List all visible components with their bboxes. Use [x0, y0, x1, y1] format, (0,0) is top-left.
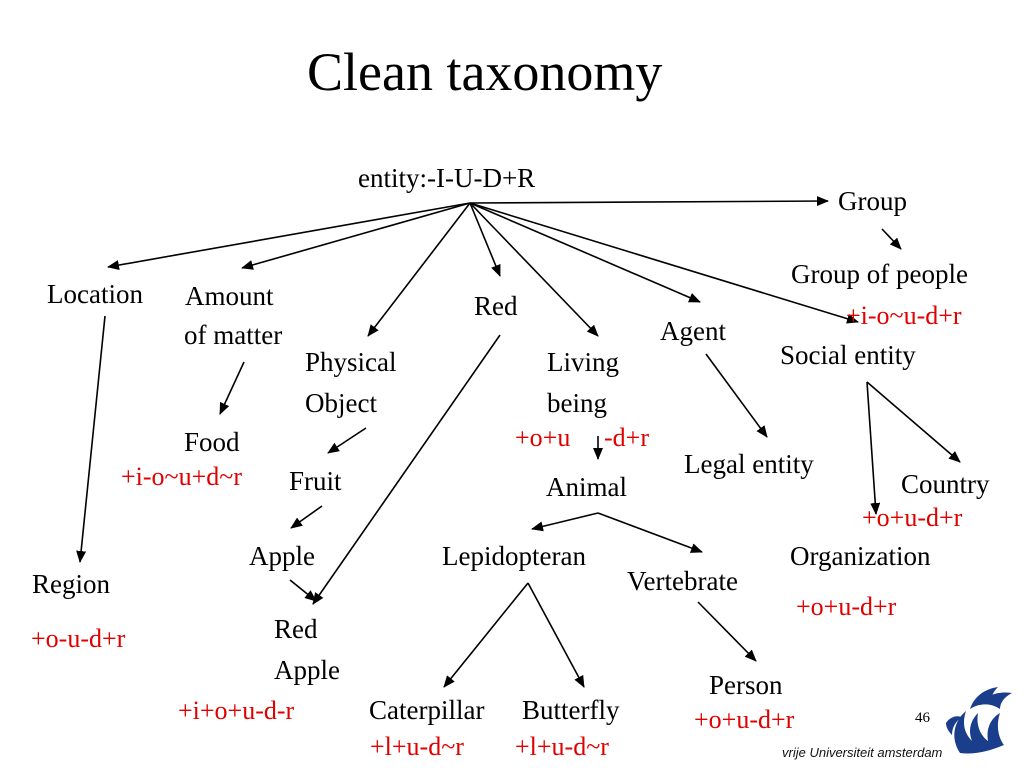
annotation-country: +o+u-d+r — [862, 503, 963, 532]
annotation-group-of-people: +i-o~u-d+r — [846, 301, 962, 330]
annotation-living-being-a: +o+u — [515, 423, 571, 452]
edge-group-groupofpeople — [881, 228, 902, 250]
edge-location-region — [76, 315, 106, 563]
page-number: 46 — [915, 710, 930, 726]
node-agent: Agent — [660, 316, 726, 346]
node-group: Group — [838, 186, 907, 216]
edge-entity-location — [107, 202, 471, 271]
edge-apple-redapple — [289, 579, 317, 602]
edge-entity-amount — [241, 202, 471, 270]
edge-lepidopteran-butterfly — [527, 582, 585, 688]
node-location: Location — [47, 279, 143, 309]
slide-title: Clean taxonomy — [307, 42, 663, 102]
annotation-food: +i-o~u+d~r — [121, 462, 242, 491]
edge-physical-fruit — [327, 427, 367, 454]
annotation-butterfly: +l+u-d~r — [515, 732, 609, 761]
edge-animal-lepidopteran — [531, 512, 599, 532]
edge-entity-red — [469, 202, 501, 277]
node-caterpillar: Caterpillar — [369, 695, 485, 725]
node-region: Region — [32, 569, 110, 599]
node-entity-root: entity:-I-U-D+R — [358, 163, 536, 193]
node-animal: Animal — [546, 472, 627, 502]
node-butterfly: Butterfly — [522, 695, 620, 725]
node-living-line2: being — [547, 388, 607, 418]
edge-red-redapple — [312, 334, 501, 605]
node-fruit: Fruit — [289, 466, 342, 496]
edge-lepidopteran-caterpillar — [443, 582, 529, 688]
edge-vertebrate-person — [697, 601, 757, 662]
edge-fruit-apple — [290, 505, 323, 529]
edge-entity-agent — [469, 202, 701, 303]
node-lepidopteran: Lepidopteran — [442, 541, 586, 571]
node-red-apple-line2: Apple — [274, 655, 340, 685]
node-living-line1: Living — [547, 347, 619, 377]
edge-social-country — [866, 381, 961, 463]
annotation-red-apple: +i+o+u-d-r — [178, 696, 295, 725]
edge-animal-vertebrate — [597, 512, 703, 553]
annotation-living-being-b: -d+r — [604, 423, 649, 452]
node-red-apple-line1: Red — [274, 614, 318, 644]
node-legal-entity: Legal entity — [684, 449, 814, 479]
node-country: Country — [901, 469, 990, 499]
edge-entity-living — [469, 202, 599, 337]
node-red: Red — [474, 291, 518, 321]
node-amount-line2: of matter — [184, 320, 283, 350]
node-apple: Apple — [249, 541, 315, 571]
edge-entity-physical — [367, 202, 471, 337]
node-social-entity: Social entity — [780, 340, 916, 370]
edge-entity-group — [469, 196, 829, 207]
node-physical-line1: Physical — [305, 347, 397, 377]
node-person: Person — [709, 670, 783, 700]
annotation-person: +o+u-d+r — [694, 705, 795, 734]
annotation-organization: +o+u-d+r — [796, 592, 897, 621]
node-amount-line1: Amount — [185, 281, 274, 311]
vu-griffin-logo-icon — [946, 687, 1012, 754]
vu-logo-wordmark: vrije Universiteit amsterdam — [782, 745, 943, 760]
edge-social-organization — [866, 381, 881, 515]
edge-entity-social — [469, 202, 859, 324]
annotation-region: +o-u-d+r — [31, 624, 126, 653]
edge-amount-food — [219, 361, 245, 415]
node-food: Food — [184, 427, 240, 457]
node-group-of-people: Group of people — [791, 259, 968, 289]
node-vertebrate: Vertebrate — [627, 566, 738, 596]
node-physical-line2: Object — [305, 388, 377, 418]
edge-agent-legal — [705, 353, 768, 438]
node-organization: Organization — [790, 541, 931, 571]
annotation-caterpillar: +l+u-d~r — [370, 732, 464, 761]
